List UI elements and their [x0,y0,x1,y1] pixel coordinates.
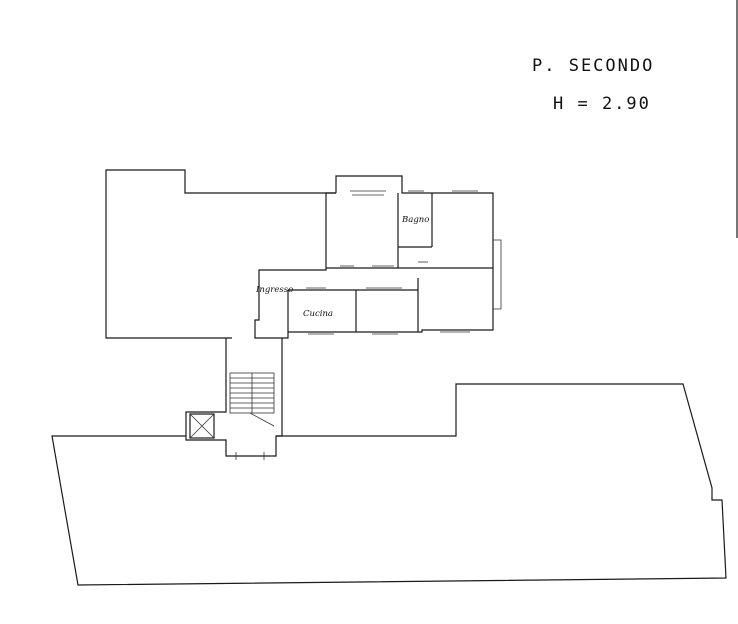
right-balcony [493,239,502,310]
interior-walls [287,193,493,332]
apartment-outer-wall [254,175,494,339]
room-label-ingresso: Ingresso [255,285,293,295]
floor-title: P. SECONDO [532,56,654,76]
ceiling-height-label: H = 2.90 [553,94,651,114]
lower-terrace-outline [51,383,727,586]
window-marks [306,190,478,335]
room-label-bagno: Bagno [401,215,429,225]
lift-shaft [189,413,215,439]
upper-terrace-outline [105,169,336,339]
room-label-cucina: Cucina [303,309,333,319]
stairwell [185,338,283,460]
